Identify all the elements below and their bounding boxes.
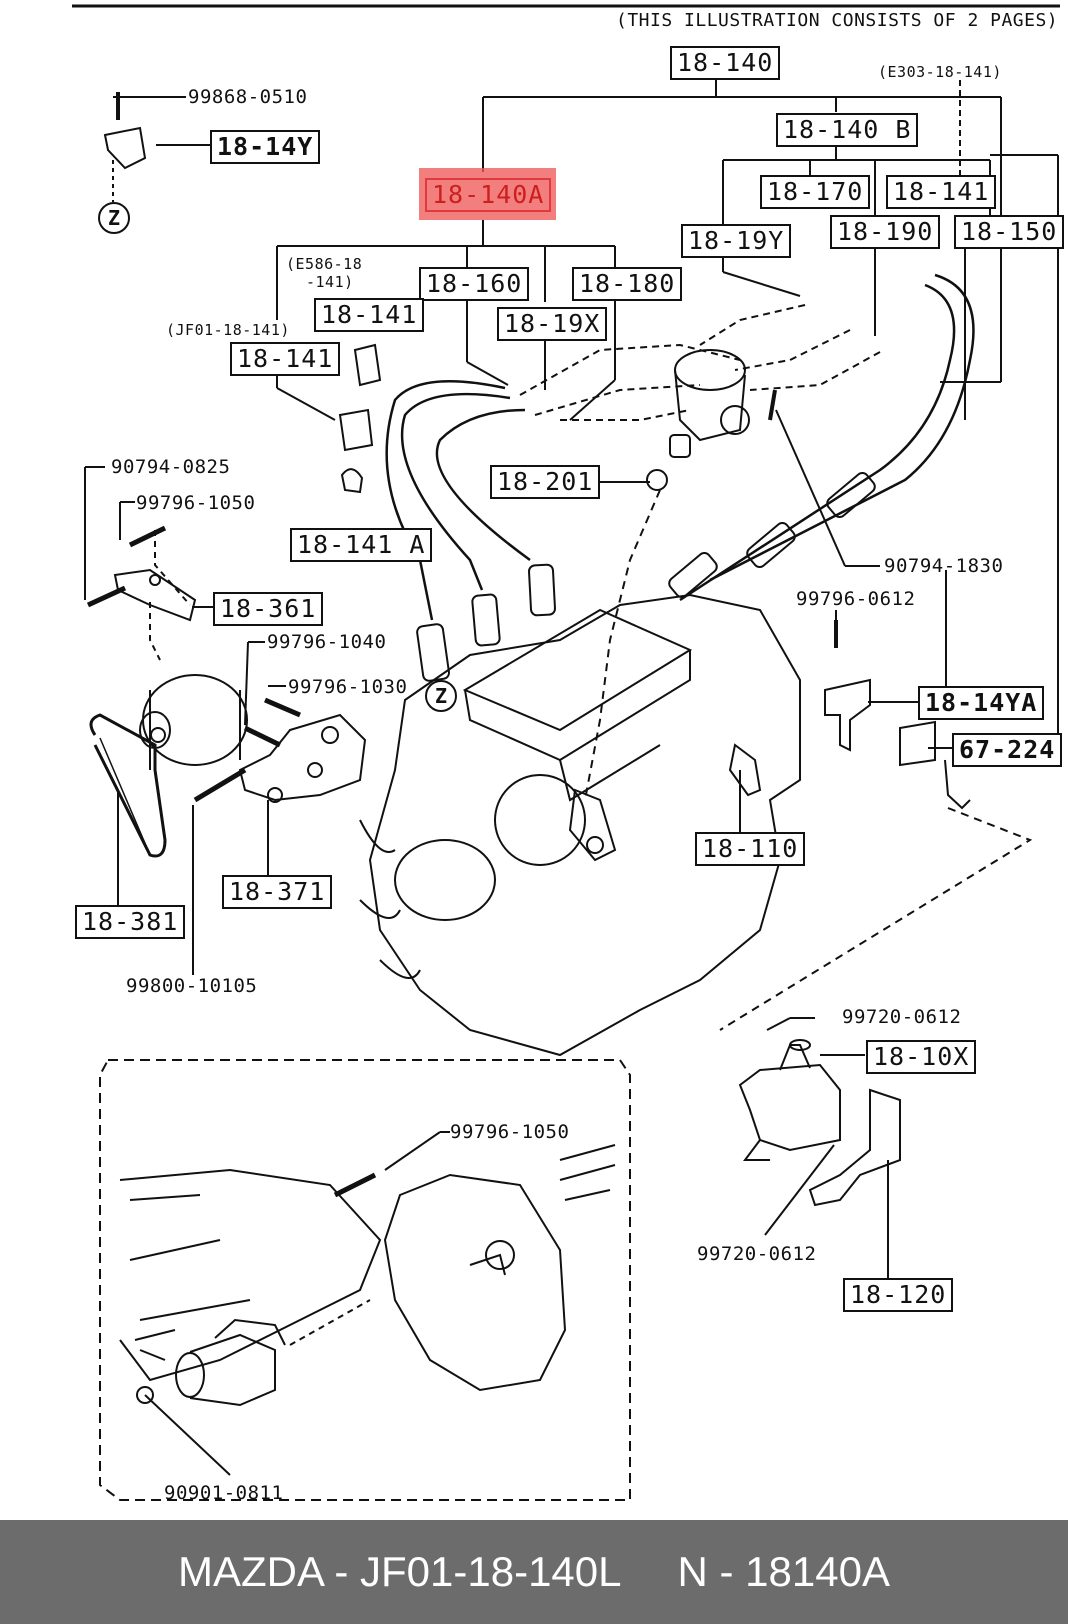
part-99796-1040: 99796-1040 <box>267 631 387 653</box>
label-18-140b[interactable]: 18-140 B <box>776 113 919 147</box>
marker-z-top: Z <box>98 202 130 234</box>
note-e586-line2: -141) <box>306 273 354 291</box>
note-e586-line1: (E586-18 <box>286 255 363 273</box>
label-18-190[interactable]: 18-190 <box>830 215 941 249</box>
label-18-201[interactable]: 18-201 <box>490 465 601 499</box>
label-18-371[interactable]: 18-371 <box>222 875 333 909</box>
parts-diagram: (THIS ILLUSTRATION CONSISTS OF 2 PAGES) … <box>72 4 1065 1504</box>
part-99720-0612-a: 99720-0612 <box>842 1006 962 1028</box>
illustration-note: (THIS ILLUSTRATION CONSISTS OF 2 PAGES) <box>616 10 1059 31</box>
note-e303: (E303-18-141) <box>878 63 1002 81</box>
label-18-140[interactable]: 18-140 <box>670 46 781 80</box>
part-90794-1830: 90794-1830 <box>884 555 1004 577</box>
note-jf01: (JF01-18-141) <box>166 321 290 339</box>
label-18-141-top[interactable]: 18-141 <box>886 175 997 209</box>
label-18-10x[interactable]: 18-10X <box>866 1040 977 1074</box>
label-18-150[interactable]: 18-150 <box>954 215 1065 249</box>
label-18-381[interactable]: 18-381 <box>75 905 186 939</box>
label-18-140a[interactable]: 18-140A <box>425 178 552 212</box>
label-18-14y[interactable]: 18-14Y <box>210 130 321 164</box>
label-18-19x[interactable]: 18-19X <box>497 307 608 341</box>
footer-bar: MAZDA - JF01-18-140L N - 18140A <box>0 1520 1068 1624</box>
label-18-19y[interactable]: 18-19Y <box>681 224 792 258</box>
label-18-180[interactable]: 18-180 <box>572 267 683 301</box>
marker-z-engine: Z <box>425 680 457 712</box>
label-18-361[interactable]: 18-361 <box>213 592 324 626</box>
part-99796-1050-a: 99796-1050 <box>136 492 256 514</box>
label-18-170[interactable]: 18-170 <box>760 175 871 209</box>
label-18-120[interactable]: 18-120 <box>843 1278 954 1312</box>
label-18-14ya[interactable]: 18-14YA <box>918 686 1045 720</box>
label-18-141-left[interactable]: 18-141 <box>230 342 341 376</box>
label-18-141a[interactable]: 18-141 A <box>290 528 433 562</box>
label-67-224[interactable]: 67-224 <box>952 733 1063 767</box>
part-99868-0510: 99868-0510 <box>188 86 308 108</box>
part-90794-0825: 90794-0825 <box>111 456 231 478</box>
footer-part-number: MAZDA - JF01-18-140L <box>178 1548 622 1595</box>
part-99796-0612: 99796-0612 <box>796 588 916 610</box>
label-18-110[interactable]: 18-110 <box>695 832 806 866</box>
part-99800-10105: 99800-10105 <box>126 975 258 997</box>
footer-code: N - 18140A <box>677 1548 890 1595</box>
part-99796-1030: 99796-1030 <box>288 676 408 698</box>
label-18-141-mid[interactable]: 18-141 <box>314 298 425 332</box>
label-18-160[interactable]: 18-160 <box>419 267 530 301</box>
part-90901-0811: 90901-0811 <box>164 1482 284 1504</box>
part-99720-0612-b: 99720-0612 <box>697 1243 817 1265</box>
part-99796-1050-b: 99796-1050 <box>450 1121 570 1143</box>
